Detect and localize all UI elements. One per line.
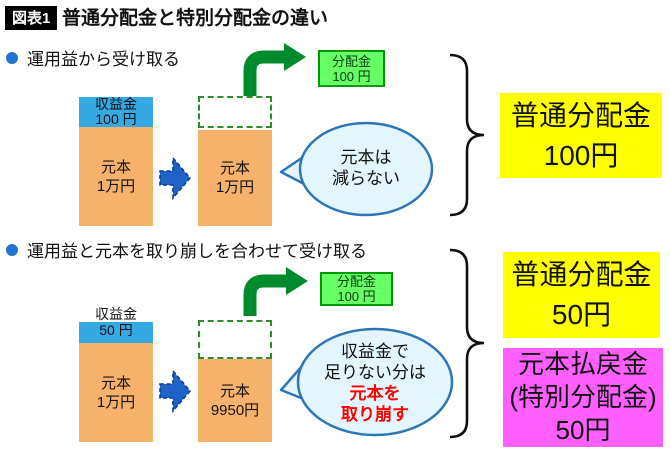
s2-payout-arrow-icon: [243, 274, 286, 316]
s1-result-box-ordinary: 普通分配金 100円: [500, 93, 662, 178]
s1-bubble-line2: 減らない: [332, 169, 400, 188]
s2-principal-label: 元本: [100, 374, 131, 392]
s1-profit-value: 100 円: [95, 111, 137, 127]
s2-bubble-red-line1: 元本を: [349, 384, 401, 403]
s1-bubble-line1: 元本は: [340, 148, 392, 167]
figure-tag: 図表1: [5, 6, 58, 30]
s1-before-bar-profit: 収益金 100 円: [79, 97, 153, 127]
s2-result2-value: 50円: [555, 415, 611, 445]
s2-transition-arrow-icon: [159, 368, 192, 414]
s1-transition-arrow-icon: [159, 155, 192, 201]
s2-profit-labels: 収益金 50 円: [79, 306, 153, 338]
s2-result-box-ordinary: 普通分配金 50円: [503, 252, 660, 338]
s2-before-bar-principal: 元本 1万円: [79, 343, 153, 442]
s2-after-bar-withdrawn-slot: [198, 320, 272, 359]
s2-after-principal-label: 元本: [219, 382, 250, 400]
section2-heading: 運用益と元本を取り崩しを合わせて受け取る: [6, 237, 367, 262]
s1-before-bar-principal: 元本 1万円: [79, 127, 153, 226]
s1-after-bar-withdrawn-slot: [198, 96, 272, 128]
s2-after-bar-principal: 元本 9950円: [198, 359, 272, 442]
section1-heading-label: 運用益から受け取る: [27, 50, 180, 69]
s2-distribution-box: 分配金 100 円: [320, 272, 393, 306]
s2-curly-brace: [449, 248, 485, 439]
s2-bubble-line1: 収益金で: [341, 342, 409, 361]
s2-principal-value: 1万円: [96, 393, 136, 411]
s1-distribution-label: 分配金: [331, 53, 371, 69]
s2-result2-label1: 元本払戻金: [517, 349, 648, 379]
bullet-icon: [6, 243, 18, 256]
s1-distribution-box: 分配金 100 円: [318, 50, 385, 87]
s2-after-principal-value: 9950円: [210, 401, 260, 419]
s2-profit-value: 50 円: [99, 322, 133, 338]
section1-heading: 運用益から受け取る: [6, 45, 180, 70]
s1-after-bar-principal: 元本 1万円: [198, 130, 272, 226]
s2-distribution-label: 分配金: [336, 274, 376, 289]
s2-bubble-line2: 足りない分は: [324, 363, 426, 382]
s1-after-principal-label: 元本: [219, 160, 250, 177]
s2-profit-label: 収益金: [95, 306, 137, 322]
s1-payout-arrow-icon: [243, 50, 284, 96]
s1-after-principal-value: 1万円: [215, 179, 255, 196]
s2-result-box-special: 元本払戻金 (特別分配金) 50円: [503, 348, 663, 447]
s2-distribution-value: 100 円: [337, 289, 376, 304]
section2-heading-label: 運用益と元本を取り崩しを合わせて受け取る: [27, 242, 367, 261]
s2-result-label: 普通分配金: [511, 259, 652, 290]
s2-bubble-text: 収益金で 足りない分は 元本を 取り崩す: [298, 341, 452, 425]
s2-bubble-red-line2: 取り崩す: [341, 405, 409, 424]
s1-payout-arrowhead-icon: [284, 43, 306, 71]
s1-principal-value: 1万円: [96, 177, 136, 195]
s1-distribution-value: 100 円: [332, 68, 371, 84]
s2-before-bar-profit: [79, 322, 153, 343]
bullet-icon: [6, 51, 18, 64]
page-title: 普通分配金と特別分配金の違い: [62, 8, 329, 29]
s1-result-label: 普通分配金: [510, 99, 651, 131]
s1-profit-label: 収益金: [95, 96, 137, 112]
s1-result-value: 100円: [543, 139, 619, 171]
s1-principal-label: 元本: [100, 158, 131, 176]
s1-bubble-text: 元本は 減らない: [300, 147, 432, 189]
s2-payout-arrowhead-icon: [286, 267, 308, 295]
s2-result2-label2: (特別分配金): [509, 382, 657, 412]
s2-result-value: 50円: [551, 299, 612, 330]
s1-curly-brace: [449, 53, 485, 217]
